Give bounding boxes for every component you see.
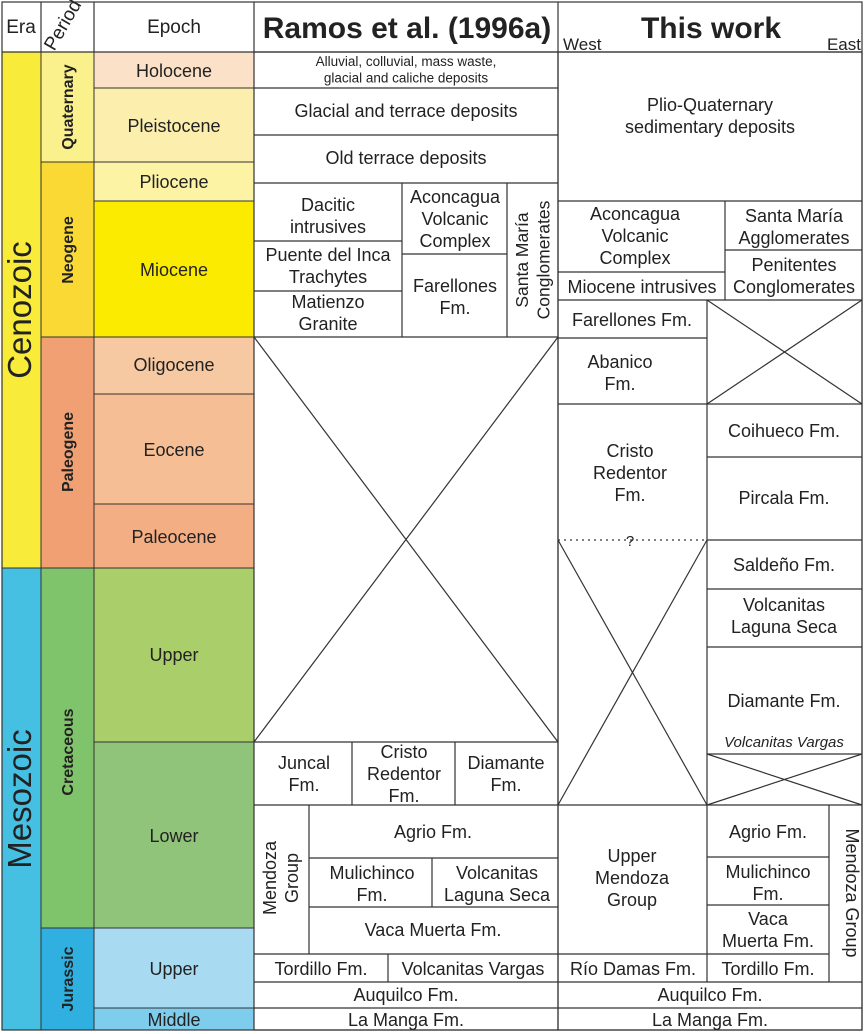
era-mesozoic-label: Mesozoic <box>1 729 38 868</box>
epoch-upper-jurassic-cell <box>93 927 255 1009</box>
period-neogene-cell <box>40 161 95 338</box>
ramos-header: Ramos et al. (1996a) <box>263 12 551 45</box>
ramos-agrio-label: Agrio Fm. <box>394 822 472 842</box>
epoch-oligocene-label: Oligocene <box>133 355 214 375</box>
epoch-upper-cretaceous-label: Upper <box>149 645 198 665</box>
epoch-lower-cretaceous-cell <box>93 741 255 929</box>
tw-mendoza-group-label: Mendoza Group <box>842 828 862 957</box>
tw-volcanitas-vargas-label: Volcanitas Vargas <box>724 734 844 751</box>
ramos-alluvial-label: Alluvial, colluvial, mass waste,glacial … <box>316 54 497 85</box>
epoch-pliocene-cell <box>93 161 255 202</box>
period-header: Period <box>40 0 86 54</box>
this-work-hiatus-line <box>557 539 708 806</box>
this-work-hiatus-line <box>706 753 863 806</box>
era-cenozoic-cell <box>1 51 42 569</box>
ramos-vaca-muerta-label: Vaca Muerta Fm. <box>365 920 502 940</box>
ramos-auquilco-label: Auquilco Fm. <box>353 985 458 1005</box>
period-cretaceous-cell <box>40 567 95 929</box>
period-column: Quaternary Neogene Paleogene Cretaceous … <box>40 51 95 1031</box>
ramos-tordillo-label: Tordillo Fm. <box>274 959 367 979</box>
epoch-miocene-label: Miocene <box>140 260 208 280</box>
epoch-middle-jurassic-label: Middle <box>147 1010 200 1030</box>
period-jurassic-label: Jurassic <box>60 946 77 1011</box>
tw-saldeno-label: Saldeño Fm. <box>733 555 835 575</box>
period-paleogene-cell <box>40 336 95 569</box>
epoch-paleocene-label: Paleocene <box>131 527 216 547</box>
epoch-holocene-label: Holocene <box>136 61 212 81</box>
epoch-holocene-cell <box>93 51 255 89</box>
this-work-header: This work <box>641 12 781 45</box>
ramos-labels: Alluvial, colluvial, mass waste,glacial … <box>260 54 553 1030</box>
epoch-eocene-cell <box>93 393 255 505</box>
tw-tordillo-label: Tordillo Fm. <box>721 959 814 979</box>
epoch-eocene-label: Eocene <box>143 440 204 460</box>
epoch-upper-jurassic-label: Upper <box>149 959 198 979</box>
epoch-pliocene-label: Pliocene <box>139 172 208 192</box>
west-label: West <box>563 35 602 54</box>
east-label: East <box>827 35 861 54</box>
ramos-volcanitas-vargas-label: Volcanitas Vargas <box>402 959 545 979</box>
tw-auquilco-label: Auquilco Fm. <box>657 985 762 1005</box>
ramos-santa-maria-label: Santa MaríaConglomerates <box>512 200 553 319</box>
column-headers: Era Period Epoch Ramos et al. (1996a) Th… <box>6 0 861 54</box>
epoch-column: Holocene Pleistocene Pliocene Miocene Ol… <box>93 51 255 1031</box>
epoch-lower-cretaceous-label: Lower <box>149 826 198 846</box>
tw-diamante-label: Diamante Fm. <box>727 691 840 711</box>
tw-la-manga-label: La Manga Fm. <box>652 1010 768 1030</box>
era-column: Cenozoic Mesozoic <box>1 51 42 1031</box>
tw-farellones-label: Farellones Fm. <box>572 310 692 330</box>
epoch-header: Epoch <box>147 17 201 38</box>
ramos-glacial-terrace-label: Glacial and terrace deposits <box>294 101 517 121</box>
tw-pircala-label: Pircala Fm. <box>738 488 829 508</box>
era-mesozoic-cell <box>1 567 42 1031</box>
tw-rio-damas-label: Río Damas Fm. <box>570 959 696 979</box>
tw-coihueco-label: Coihueco Fm. <box>728 421 840 441</box>
epoch-paleocene-cell <box>93 503 255 569</box>
ramos-la-manga-label: La Manga Fm. <box>348 1010 464 1030</box>
ramos-old-terrace-label: Old terrace deposits <box>325 148 486 168</box>
tw-agrio-label: Agrio Fm. <box>729 822 807 842</box>
tw-miocene-intrusives-label: Miocene intrusives <box>567 277 716 297</box>
this-work-hiatus-line <box>706 299 863 405</box>
period-paleogene-label: Paleogene <box>60 412 77 492</box>
epoch-pleistocene-label: Pleistocene <box>127 116 220 136</box>
era-header: Era <box>6 17 36 38</box>
epoch-oligocene-cell <box>93 336 255 395</box>
period-quaternary-label: Quaternary <box>60 64 77 149</box>
period-neogene-label: Neogene <box>60 216 77 284</box>
epoch-upper-cretaceous-cell <box>93 567 255 743</box>
this-work-column <box>557 51 863 1031</box>
era-cenozoic-label: Cenozoic <box>1 241 38 379</box>
ramos-hiatus-line <box>253 336 559 743</box>
period-cretaceous-label: Cretaceous <box>60 708 77 795</box>
tw-uncertain-label: ? <box>626 533 634 550</box>
